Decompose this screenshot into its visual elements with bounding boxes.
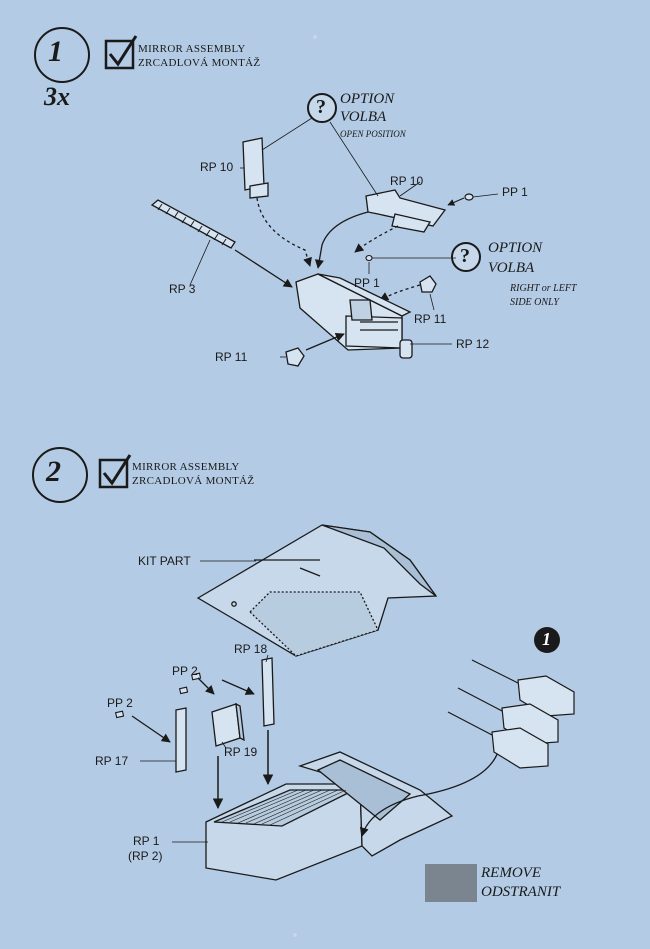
question-icon: ? <box>316 96 326 118</box>
label-pp1-right: PP 1 <box>502 185 528 199</box>
option2-note2: SIDE ONLY <box>510 297 559 308</box>
step-2-title-en: MIRROR ASSEMBLY <box>132 461 240 473</box>
part-rp12-gun <box>295 273 413 359</box>
tray-hatching <box>221 789 347 826</box>
label-pp1-lower: PP 1 <box>354 276 380 290</box>
checkbox-icon <box>104 35 138 70</box>
step-number-2: 2 <box>46 455 61 488</box>
question-icon-2: ? <box>460 245 470 267</box>
question-badge-2 <box>451 242 481 272</box>
part-rp18 <box>261 657 275 727</box>
part-rp17 <box>175 707 187 773</box>
part-rp1-tray <box>205 751 454 881</box>
step-multiplier: 3x <box>44 82 70 111</box>
option2-en: OPTION <box>488 240 543 256</box>
label-rp11-right: RP 11 <box>414 312 447 326</box>
kit-part-wing <box>196 524 438 657</box>
part-rp19 <box>211 702 245 747</box>
part-rp10-open <box>365 189 447 233</box>
label-kit-part: KIT PART <box>138 554 191 568</box>
label-pp2-left: PP 2 <box>107 696 133 710</box>
label-rp11-left: RP 11 <box>215 350 248 364</box>
part-rp11-right <box>419 275 437 293</box>
label-rp3: RP 3 <box>169 282 196 296</box>
checkbox-icon-2 <box>98 454 132 489</box>
part-rp11-left <box>285 347 305 367</box>
legend-remove-cz: ODSTRANIT <box>481 884 561 900</box>
label-rp2: (RP 2) <box>128 849 163 863</box>
step-1-title-cz: ZRCADLOVÁ MONTÁŽ <box>138 57 261 69</box>
remove-swatch <box>425 864 477 902</box>
step-2-title-cz: ZRCADLOVÁ MONTÁŽ <box>132 475 255 487</box>
question-badge-1 <box>307 93 337 123</box>
step-number-1: 1 <box>48 35 63 68</box>
option1-note: OPEN POSITION <box>340 129 406 139</box>
part-rp10-upright <box>242 137 269 199</box>
label-rp12: RP 12 <box>456 337 490 351</box>
step-1-circle <box>34 27 90 83</box>
option1-cz: VOLBA <box>340 109 387 125</box>
label-rp10-left: RP 10 <box>200 160 234 174</box>
guns-group <box>447 659 575 769</box>
part-pp1-pin <box>447 193 499 206</box>
legend-remove-en: REMOVE <box>481 865 541 881</box>
label-rp10-right: RP 10 <box>390 174 424 188</box>
reference-badge <box>534 627 560 653</box>
step-2-circle <box>32 447 88 503</box>
step-1-title-en: MIRROR ASSEMBLY <box>138 43 246 55</box>
label-rp18: RP 18 <box>234 642 268 656</box>
option1-en: OPTION <box>340 91 395 107</box>
part-rp3-barrel <box>150 199 236 249</box>
part-pp1-small <box>365 254 373 262</box>
option2-note1: RIGHT or LEFT <box>510 283 577 294</box>
label-pp2-top: PP 2 <box>172 664 198 678</box>
label-rp1: RP 1 <box>133 834 160 848</box>
label-rp19: RP 19 <box>224 745 258 759</box>
reference-badge-number: 1 <box>542 629 551 649</box>
label-rp17: RP 17 <box>95 754 129 768</box>
option2-cz: VOLBA <box>488 260 535 276</box>
